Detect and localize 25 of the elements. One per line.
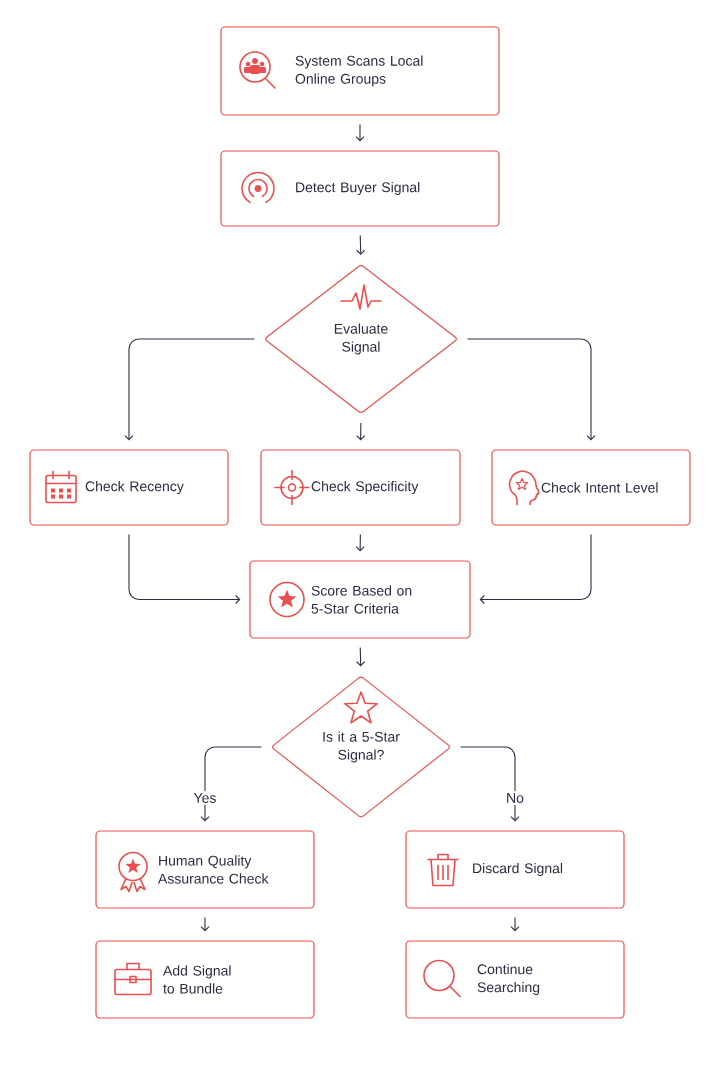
arrow (356, 647, 366, 667)
process-box: Check Specificity (260, 449, 461, 526)
arrow (356, 422, 366, 441)
arrow (124, 338, 255, 441)
arrow (356, 235, 366, 255)
arrow (128, 534, 241, 605)
process-box: Check Recency (29, 449, 229, 526)
arrow (200, 746, 262, 822)
process-box: Discard Signal (405, 830, 625, 909)
process-box: System Scans Local Online Groups (220, 26, 500, 116)
arrow (467, 338, 596, 441)
process-box: Add Signal to Bundle (95, 940, 315, 1019)
arrow (200, 917, 210, 932)
arrow (479, 534, 592, 605)
arrow (510, 917, 520, 932)
process-box: Check Intent Level (491, 449, 691, 526)
arrow (460, 746, 520, 822)
process-box: Continue Searching (405, 940, 625, 1019)
arrow (355, 124, 365, 142)
process-box: Human Quality Assurance Check (95, 830, 315, 909)
process-box: Score Based on 5-Star Criteria (249, 560, 471, 639)
edge-label: Yes (191, 791, 219, 805)
process-box: Detect Buyer Signal (220, 150, 500, 227)
arrow (355, 534, 365, 552)
edge-label: No (504, 791, 526, 805)
